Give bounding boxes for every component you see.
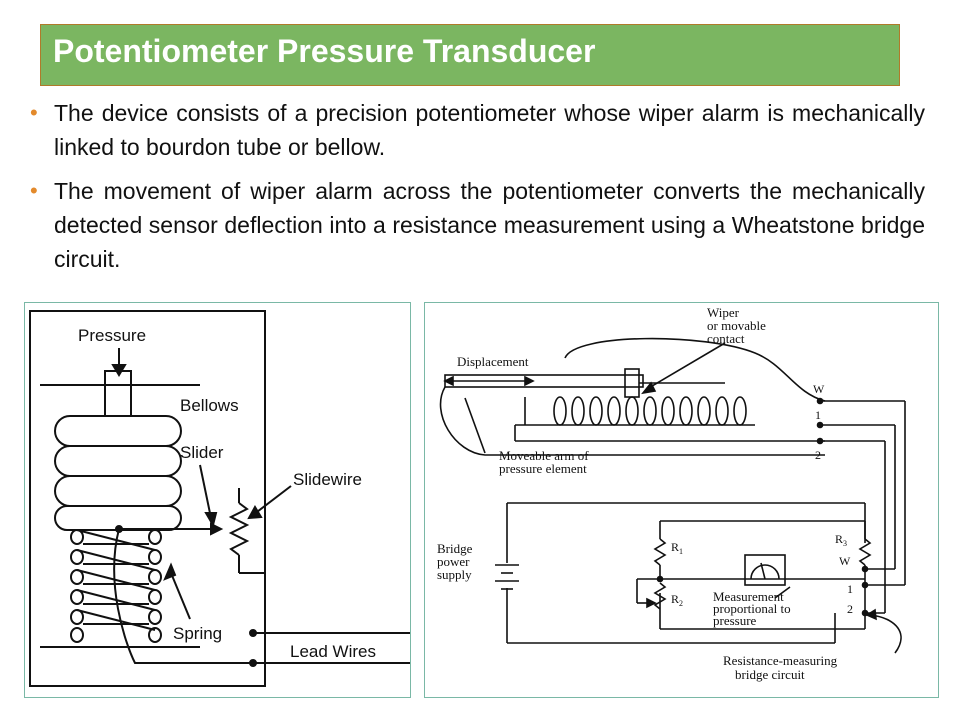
label-wiper-3: contact [707, 331, 745, 346]
label-term-w: W [813, 382, 825, 396]
label-measurement-3: pressure [713, 613, 757, 628]
label-wiper: Wiper [707, 305, 740, 320]
label-spring: Spring [173, 624, 222, 643]
label-arm: Moveable arm of [499, 448, 589, 463]
bullet-item: • The movement of wiper alarm across the… [30, 174, 925, 276]
label-bellows: Bellows [180, 396, 239, 415]
bridge-circuit-panel: Wiper or movable contact Displacement Mo… [424, 302, 939, 698]
label-slider: Slider [180, 443, 224, 462]
label-lead-wires: Lead Wires [290, 642, 376, 661]
label-bridge-2: power [437, 554, 470, 569]
bullet-text: The device consists of a precision poten… [54, 100, 925, 160]
label-bridge-1: 1 [847, 582, 853, 596]
label-term-1: 1 [815, 408, 821, 422]
label-resistance-measuring-2: bridge circuit [735, 667, 805, 682]
page-title: Potentiometer Pressure Transducer [53, 33, 596, 69]
label-slidewire: Slidewire [293, 470, 362, 489]
bellows-diagram-panel: Pressure Bellows Slider Slidewire Spring… [24, 302, 411, 698]
label-r2: R2 [671, 592, 683, 608]
label-resistance-measuring: Resistance-measuring [723, 653, 838, 668]
label-r3: R3 [835, 532, 847, 548]
label-bridge-w: W [839, 554, 851, 568]
label-measurement: Measurement [713, 589, 784, 604]
bullet-list: • The device consists of a precision pot… [30, 96, 925, 286]
label-arm-2: pressure element [499, 461, 587, 476]
label-wiper-2: or movable [707, 318, 766, 333]
label-displacement: Displacement [457, 354, 529, 369]
bullet-text: The movement of wiper alarm across the p… [54, 178, 925, 272]
label-measurement-2: proportional to [713, 601, 791, 616]
bridge-circuit-diagram: Wiper or movable contact Displacement Mo… [437, 305, 906, 682]
label-bridge-3: supply [437, 567, 472, 582]
bullet-dot-icon: • [30, 100, 38, 125]
bullet-dot-icon: • [30, 178, 38, 203]
bullet-item: • The device consists of a precision pot… [30, 96, 925, 164]
title-bar: Potentiometer Pressure Transducer [40, 24, 900, 86]
label-pressure: Pressure [78, 326, 146, 345]
label-bridge-2-term: 2 [847, 602, 853, 616]
label-term-2: 2 [815, 448, 821, 462]
label-r1: R1 [671, 540, 683, 556]
bellows-diagram: Pressure Bellows Slider Slidewire Spring… [29, 310, 410, 687]
label-bridge: Bridge [437, 541, 473, 556]
